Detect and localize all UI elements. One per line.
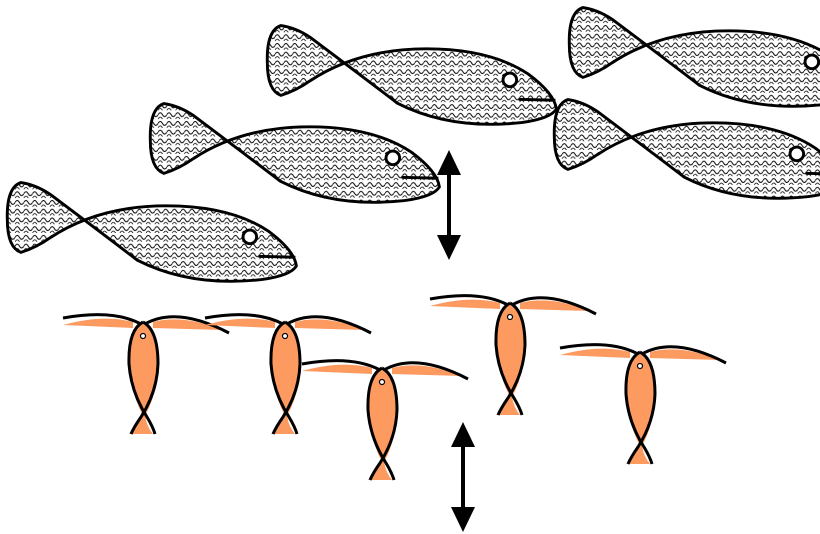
- fish-migration-arrow: [435, 148, 463, 262]
- fish-3: [5, 181, 298, 283]
- fish-1: [265, 24, 558, 126]
- fish-2: [148, 102, 441, 204]
- copepod-2: [203, 313, 373, 436]
- copepod-3: [300, 359, 470, 482]
- copepod-1: [61, 313, 231, 436]
- fish-4: [567, 6, 820, 108]
- fish-5: [552, 98, 820, 200]
- copepod-migration-arrow: [449, 420, 477, 534]
- copepod-5: [558, 343, 728, 466]
